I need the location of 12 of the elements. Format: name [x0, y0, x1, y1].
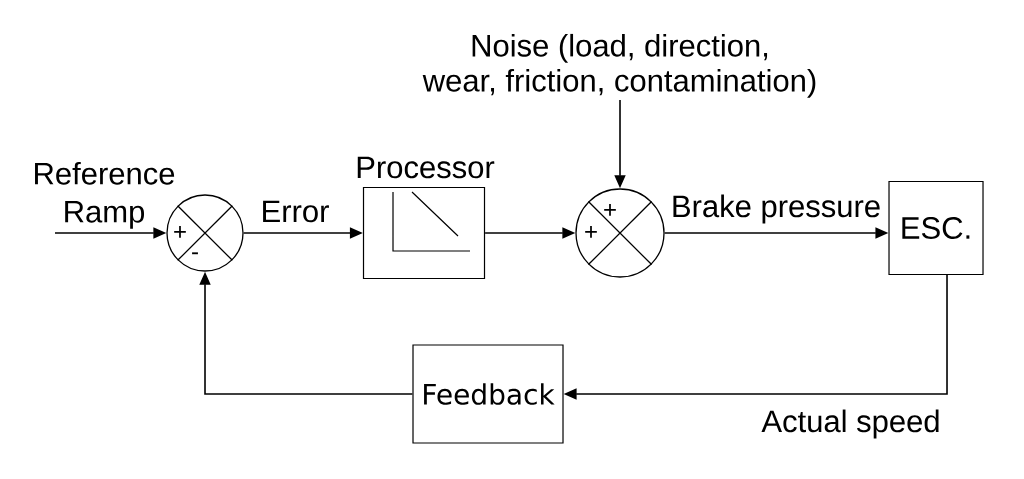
edge-label: Actual speed	[761, 409, 939, 439]
edge-label: Reference Ramp	[35, 161, 175, 229]
box-heading: Processor	[357, 156, 495, 179]
text-label: Noise (load, direction, wear, friction, contamination)	[422, 33, 816, 98]
edge-label: Error	[263, 200, 329, 223]
sign-label: +	[604, 204, 616, 216]
sign-label: -	[192, 252, 198, 255]
edge-label: Brake pressure	[673, 194, 880, 224]
sign-label: +	[585, 226, 597, 238]
sign-label: +	[174, 226, 186, 238]
block-box: Feedback	[412, 344, 564, 444]
block-box: ESC.	[888, 180, 984, 276]
